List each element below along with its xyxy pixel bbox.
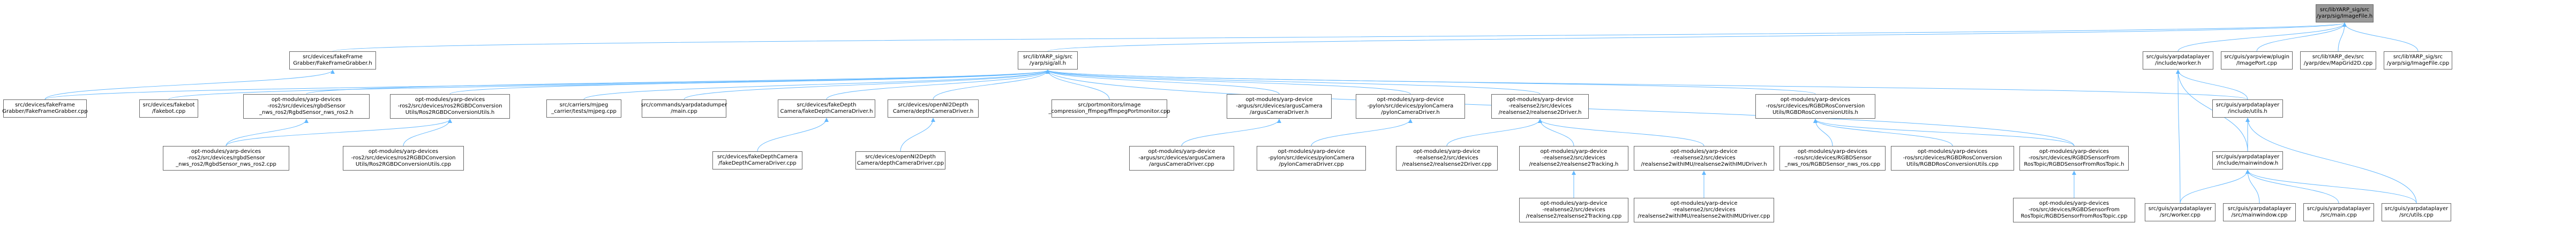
dependency-edge [2176,70,2248,100]
node-mjpeg-cpp[interactable]: src/carriers/mjpeg _carrier/tests/mjpeg.… [546,99,621,118]
dependency-edge [226,119,309,147]
node-arguscameradriver-cpp[interactable]: opt-modules/yarp-device -argus/src/devic… [1129,146,1234,171]
node-imageport-cpp[interactable]: src/guis/yarpview/plugin /ImagePort.cpp [2221,51,2293,70]
dependency-edge [332,22,2346,52]
node-rgbdsensor-nws-ros2-h[interactable]: opt-modules/yarp-devices -ros2/src/devic… [243,94,370,119]
dependency-edge [1538,119,1574,147]
dependency-edge [2245,169,2260,204]
node-fakedepthcameradriver-cpp[interactable]: src/devices/fakeDepthCamera /fakeDepthCa… [712,151,802,169]
node-rgbdsensorfromrostopic-h[interactable]: opt-modules/yarp-devices -ros/src/device… [2019,146,2129,171]
node-yarpdataplayer-utils-cpp[interactable]: src/guis/yarpdataplayer /src/utils.cpp [2382,203,2451,221]
dependency-edge [2180,169,2250,204]
node-ffmpegportmonitor-cpp[interactable]: src/portmonitors/image _compression_ffmp… [1048,99,1170,118]
dependency-edge [1446,119,1542,147]
node-yarpdataplayer-worker-cpp[interactable]: src/guis/yarpdataplayer /src/worker.cpp [2145,203,2215,221]
dependency-edge [2342,22,2419,52]
dependency-edge [2176,70,2181,204]
node-fakeframegrabber-cpp[interactable]: src/devices/fakeFrame Grabber/FakeFrameG… [2,99,88,118]
dependency-edge [449,70,1050,95]
dependency-edge [2245,169,2339,204]
node-yarpdataplayer-worker-h[interactable]: src/guis/yarpdataplayer /include/worker.… [2143,51,2213,70]
dependency-edge [933,70,1050,100]
dependency-edge [44,70,1050,100]
node-realsense2tracking-cpp[interactable]: opt-modules/yarp-device -realsense2/src/… [1519,198,1628,222]
node-ros2rgbdconversionutils-cpp[interactable]: opt-modules/yarp-devices -ros2/src/devic… [343,146,464,171]
node-rgbdsensorfromrostopic-cpp[interactable]: opt-modules/yarp-devices -ros/src/device… [2013,198,2135,222]
dependency-edge [1181,119,1281,147]
node-fakebot-cpp[interactable]: src/devices/fakebot /fakebot.cpp [139,99,198,118]
node-mapgrid2d-cpp[interactable]: src/libYARP_dev/src /yarp/dev/MapGrid2D.… [2300,51,2376,70]
node-ros2rgbdconversionutils-h[interactable]: opt-modules/yarp-devices -ros2/src/devic… [390,94,510,119]
dependency-edge [757,118,829,152]
node-imagefile-cpp[interactable]: src/libYARP_sig/src /yarp/sig/ImageFile.… [2384,51,2452,70]
dependency-edge [684,70,1050,100]
node-rgbdrosconversionutils-h[interactable]: opt-modules/yarp-devices -ros/src/device… [1755,94,1875,119]
node-openni2-depthcameradriver-cpp[interactable]: src/devices/openNI2Depth Camera/depthCam… [855,151,945,169]
node-yarpdataplayer-mainwindow-h[interactable]: src/guis/yarpdataplayer /include/mainwin… [2212,151,2283,169]
node-imagefile-h: src/libYARP_sig/src /yarp/sig/ImageFile.… [2316,4,2374,22]
node-rgbdsensor-nws-ros-cpp[interactable]: opt-modules/yarp-devices -ros/src/device… [1779,146,1886,171]
dependency-edge [1046,70,2248,100]
dependency-edge [306,70,1050,95]
dependency-edge [2177,22,2347,52]
node-realsense2driver-h[interactable]: opt-modules/yarp-device -realsense2/src/… [1491,94,1589,119]
node-realsense2withimudriver-cpp[interactable]: opt-modules/yarp-device -realsense2/src/… [1634,198,1774,222]
dependency-edge [1813,119,2075,147]
node-pyloncameradriver-h[interactable]: opt-modules/yarp-device -pylon/src/devic… [1356,94,1465,119]
node-rgbdsensor-nws-ros2-cpp[interactable]: opt-modules/yarp-devices -ros2/src/devic… [163,146,289,171]
node-yarp-sig-all-h[interactable]: src/libYARP_sig/src /yarp/sig/all.h [1018,51,1078,70]
node-yarpdatadumper-main-cpp[interactable]: src/commands/yarpdatadumper /main.cpp [641,99,727,118]
dependency-edge [44,70,335,100]
dependency-edge [1538,119,1704,147]
dependency-edge [403,119,452,147]
dependency-edge [583,70,1050,100]
dependency-edge [2245,118,2417,204]
node-yarpdataplayer-utils-h[interactable]: src/guis/yarpdataplayer /include/utils.h [2212,99,2283,118]
dependency-edge [2256,22,2347,52]
node-fakeframegrabber-h[interactable]: src/devices/fakeFrame Grabber/FakeFrameG… [289,51,376,70]
dependency-edge [900,118,935,152]
node-realsense2driver-cpp[interactable]: opt-modules/yarp-device -realsense2/src/… [1396,146,1498,171]
dependency-edge [1046,70,1280,95]
dependency-edge [1047,22,2347,52]
node-arguscameradriver-h[interactable]: opt-modules/yarp-device -argus/src/devic… [1227,94,1332,119]
node-pyloncameradriver-cpp[interactable]: opt-modules/yarp-device -pylon/src/devic… [1257,146,1366,171]
dependency-edge [1046,70,1541,95]
node-realsense2tracking-h[interactable]: opt-modules/yarp-device -realsense2/src/… [1519,146,1628,171]
dependency-edge [226,119,452,147]
node-rgbdrosconversionutils-cpp[interactable]: opt-modules/yarp-devices -ros/src/device… [1891,146,2014,171]
dependency-edge [1311,119,1413,147]
dependency-edge [826,70,1050,100]
dependency-edge [1046,70,1411,95]
dependency-edge [1813,119,1953,147]
node-openni2-depthcameradriver-h[interactable]: src/devices/openNI2Depth Camera/depthCam… [888,99,979,118]
dependency-edge [2245,169,2417,204]
dependency-edge [1046,70,1110,100]
node-yarpdataplayer-mainwindow-cpp[interactable]: src/guis/yarpdataplayer /src/mainwindow.… [2223,203,2296,221]
node-fakedepthcameradriver-h[interactable]: src/devices/fakeDepth Camera/fakeDepthCa… [778,99,875,118]
node-yarpdataplayer-main-cpp[interactable]: src/guis/yarpdataplayer /src/main.cpp [2303,203,2374,221]
node-realsense2withimudriver-h[interactable]: opt-modules/yarp-device -realsense2/src/… [1634,146,1774,171]
